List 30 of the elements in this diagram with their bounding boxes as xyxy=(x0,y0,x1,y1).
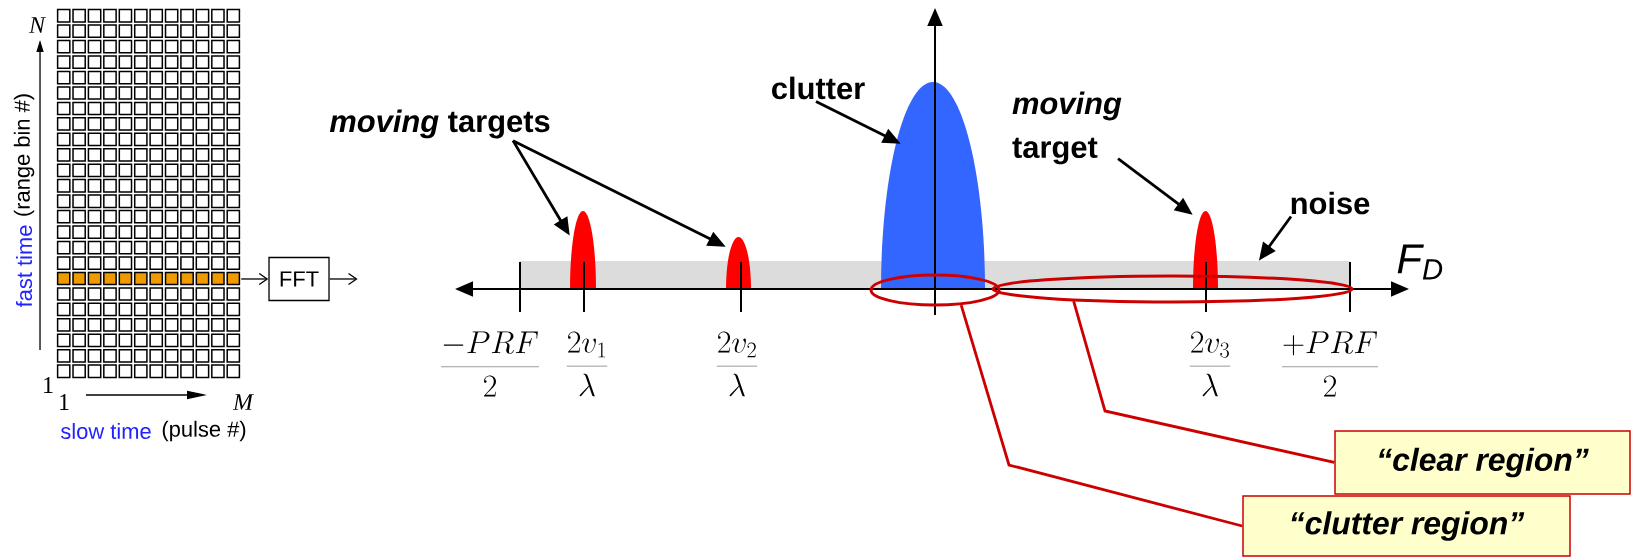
target-peak xyxy=(726,237,751,289)
tick-label: $\frac{2v_1}{\lambda}$ xyxy=(566,331,608,397)
annotation-text: clutter xyxy=(772,76,865,100)
axis-title: fast time xyxy=(15,225,33,308)
tick-label: $\frac{2v_2}{\lambda}$ xyxy=(716,331,758,397)
region-ellipse xyxy=(869,273,1001,307)
tick-label: $\frac{+PRF}{2}$ xyxy=(1282,331,1378,397)
leader-line xyxy=(959,304,1243,528)
annotation-text: moving target xyxy=(1012,91,1122,165)
callout-box: “clutter region” xyxy=(1242,495,1571,557)
axis-label: 1 xyxy=(44,377,53,393)
pulse-grid-drawing xyxy=(56,8,241,379)
axis-title: (pulse #) xyxy=(162,420,246,442)
clutter-lobe xyxy=(881,82,985,289)
axis-label: M xyxy=(232,394,255,410)
annotation-text: moving targets xyxy=(329,109,550,139)
region-ellipse xyxy=(991,274,1354,304)
arrow xyxy=(329,272,358,286)
target-peak xyxy=(570,211,596,289)
callout-box: “clear region” xyxy=(1334,430,1631,495)
target-peak xyxy=(1193,211,1218,289)
axis-label: F$_{D}$ xyxy=(1397,244,1443,280)
leader-line xyxy=(1072,300,1335,464)
tick-label: $\frac{-PRF}{2}$ xyxy=(441,331,539,397)
fft-box: FFT xyxy=(268,256,330,302)
axis-title: (range bin #) xyxy=(13,94,35,216)
arrow xyxy=(240,272,269,286)
tick-label: $\frac{2v_3}{\lambda}$ xyxy=(1189,331,1231,397)
axis-title: slow time xyxy=(60,422,151,440)
annotation-text: noise xyxy=(1291,191,1370,215)
